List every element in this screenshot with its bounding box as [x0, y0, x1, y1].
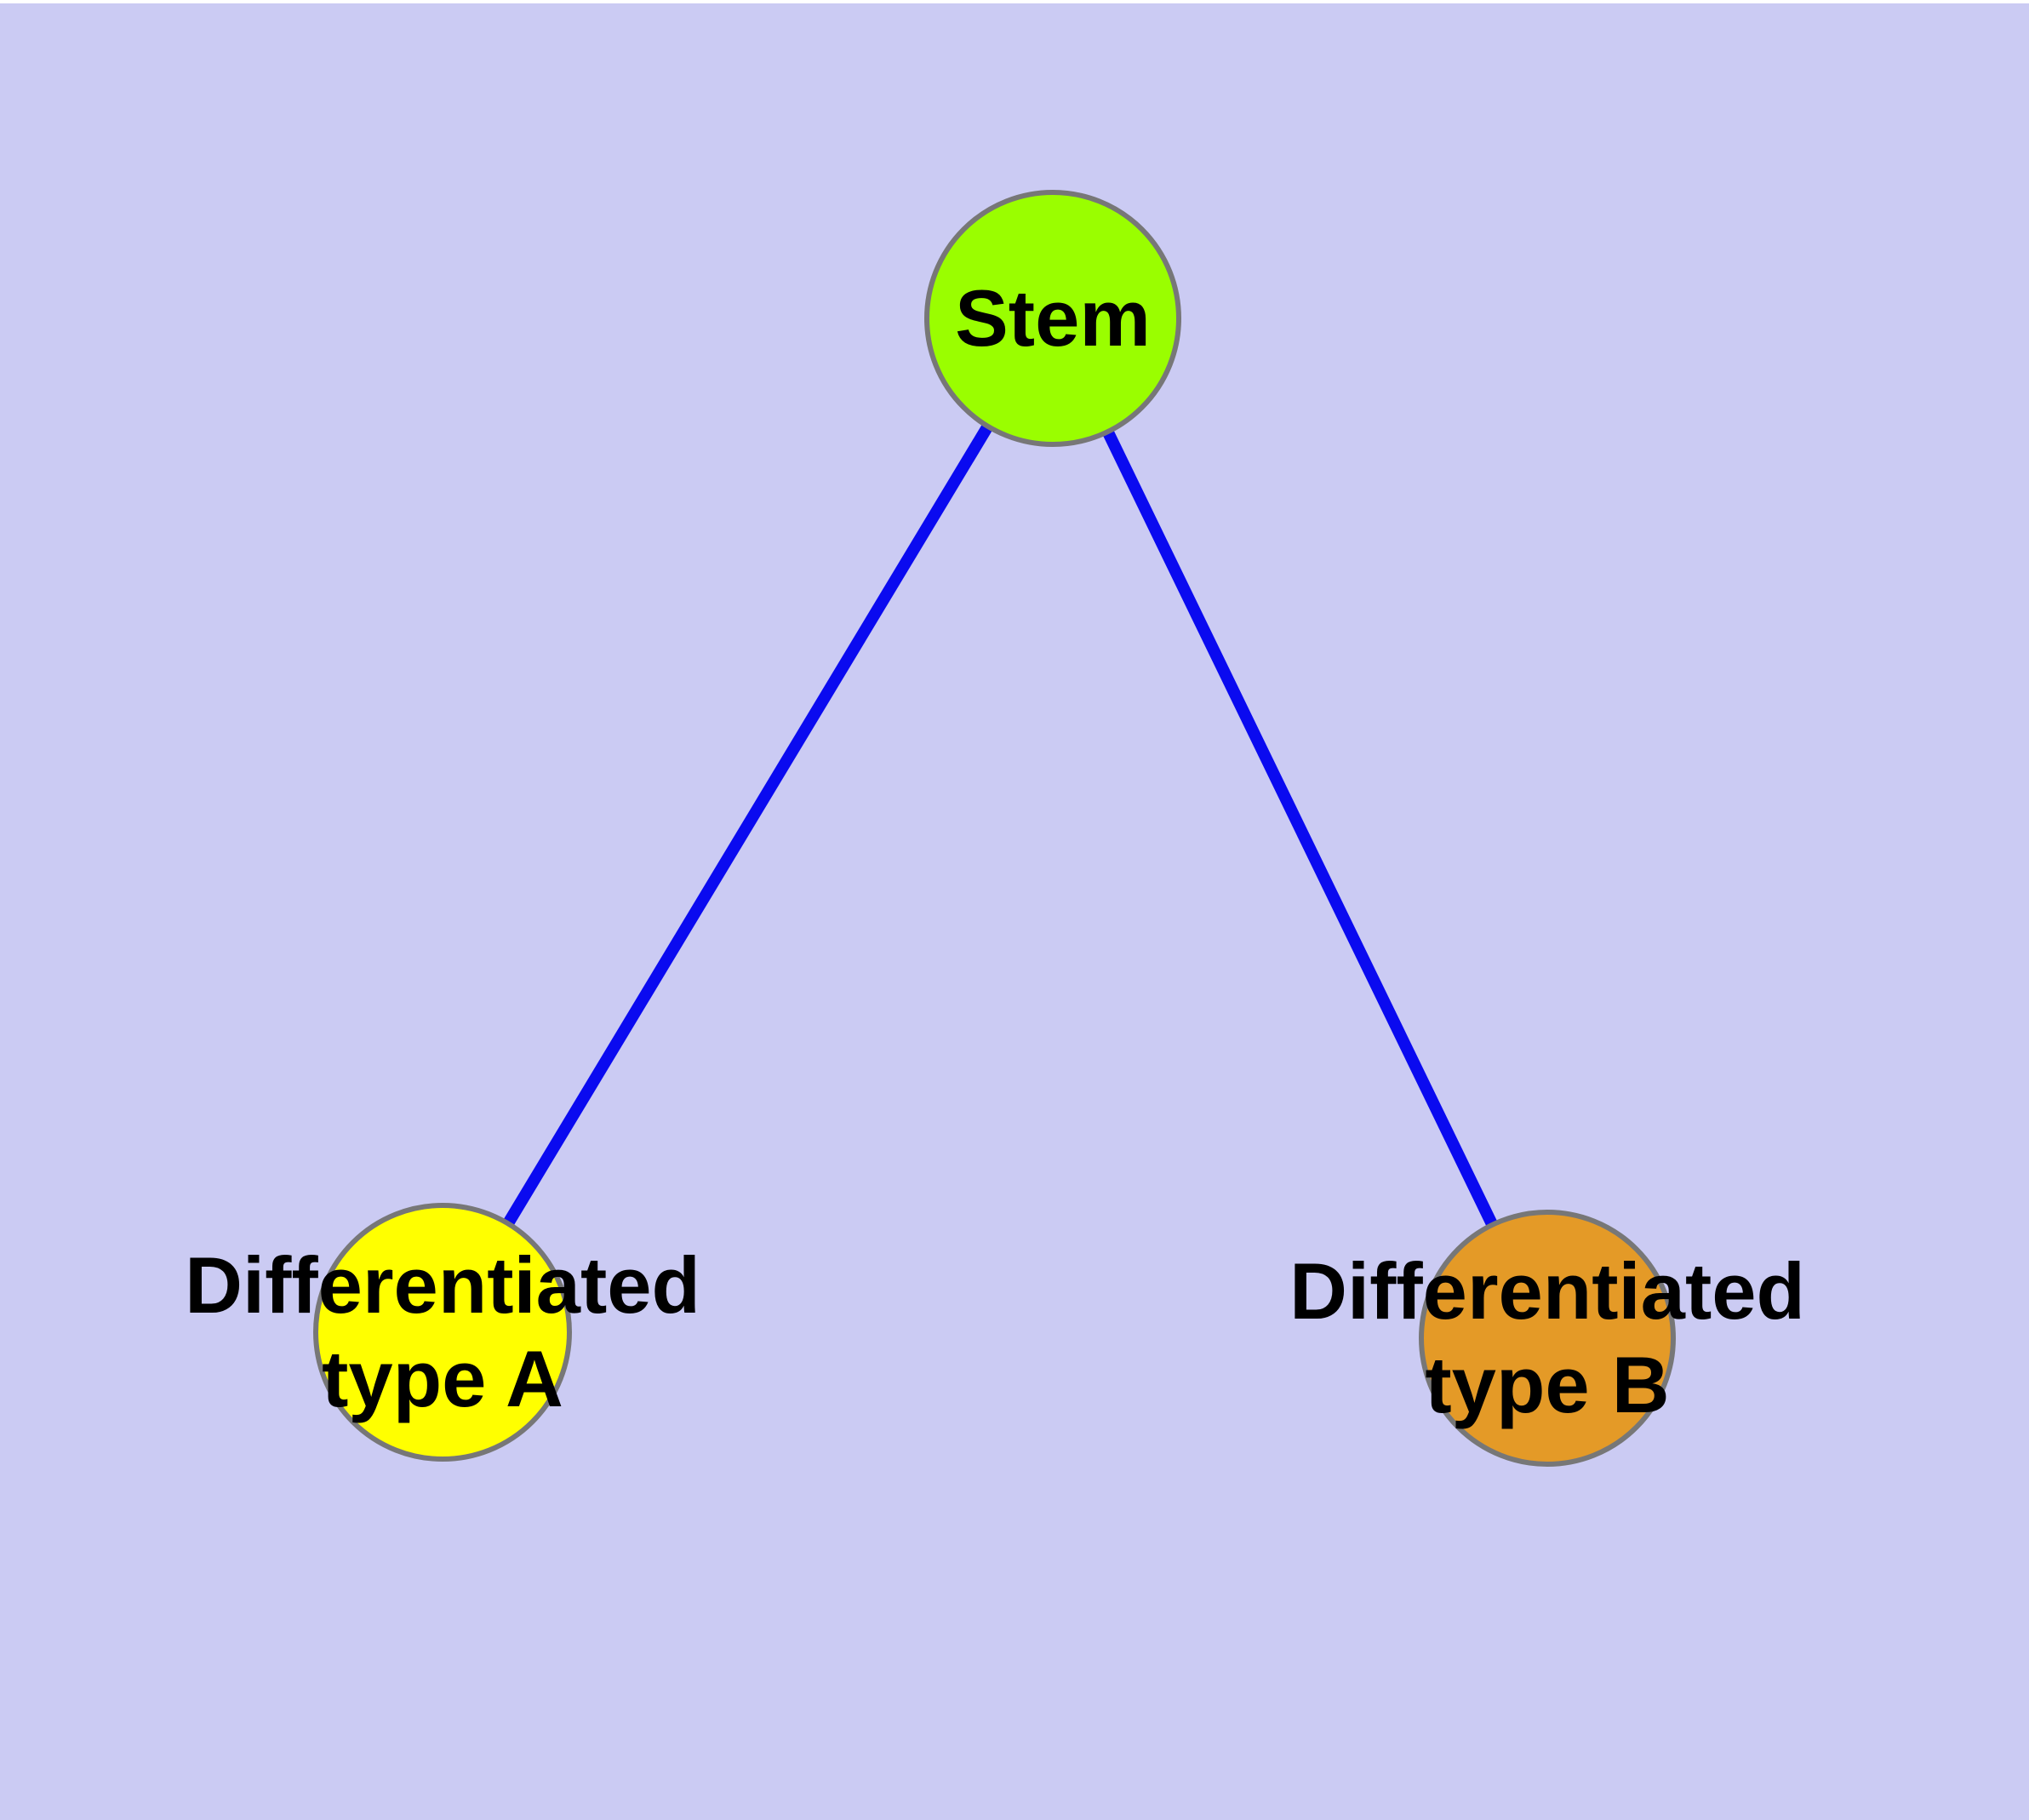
node-differentiated-type-a-label: Differentiated type A: [185, 1239, 700, 1426]
node-stem-label: Stem: [955, 272, 1151, 365]
top-edge-strip: [0, 0, 2029, 3]
label-line: Differentiated: [185, 1240, 700, 1331]
edge-stem-to-type-b: [1047, 315, 1553, 1342]
label-line: type A: [322, 1334, 563, 1423]
label-line: Stem: [955, 273, 1151, 363]
label-line: Differentiated: [1289, 1246, 1805, 1336]
node-differentiated-type-b[interactable]: Differentiated type B: [1289, 1210, 1805, 1467]
node-differentiated-type-b-label: Differentiated type B: [1289, 1245, 1805, 1432]
node-stem[interactable]: Stem: [924, 190, 1181, 447]
node-differentiated-type-a[interactable]: Differentiated type A: [185, 1203, 700, 1462]
label-line: type B: [1425, 1340, 1670, 1429]
edge-stem-to-type-a: [437, 315, 1058, 1336]
